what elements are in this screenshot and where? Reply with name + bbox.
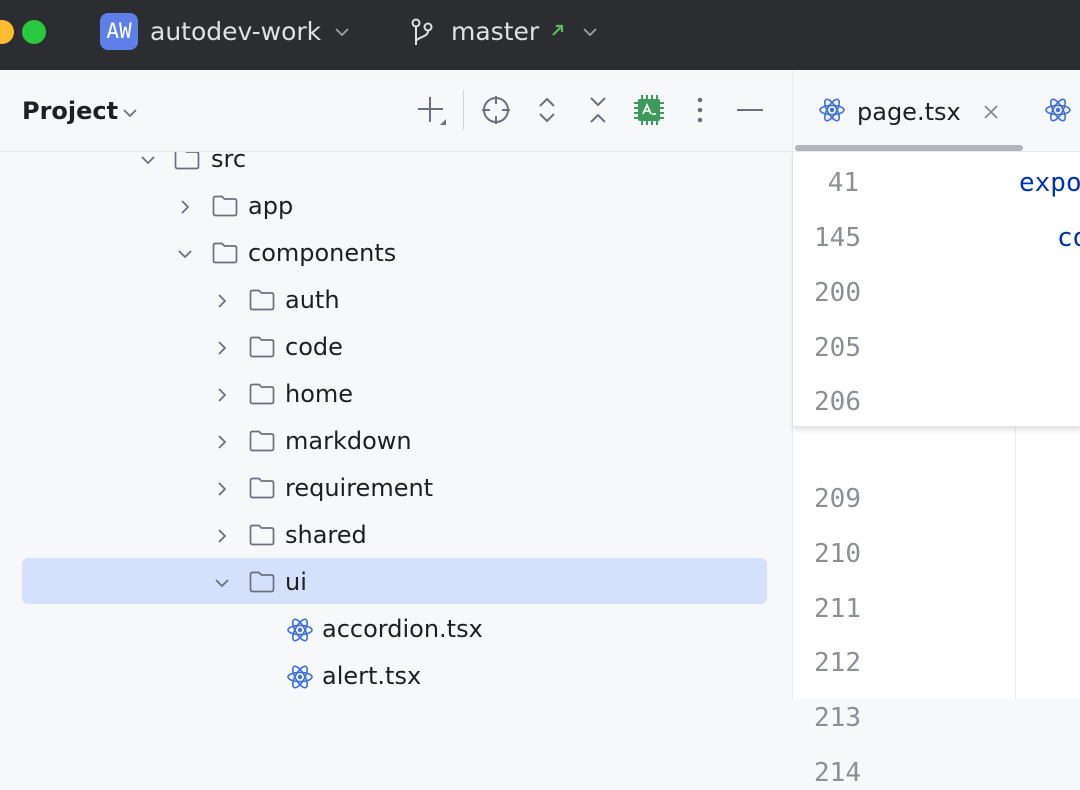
tree-label: auth — [285, 286, 340, 314]
react-icon[interactable] — [1043, 96, 1073, 124]
tree-label: accordion.tsx — [322, 615, 483, 643]
editor-tab-bar: page.tsx — [793, 70, 1080, 152]
folder-icon — [249, 477, 275, 499]
tree-row-components[interactable]: components — [0, 231, 792, 278]
chevron-down-icon[interactable] — [332, 22, 352, 42]
hide-panel-icon[interactable] — [732, 92, 768, 128]
line-number: 209 — [814, 484, 861, 514]
tree-label: ui — [285, 568, 307, 596]
outgoing-changes-arrow-icon — [552, 24, 564, 36]
line-number: 210 — [814, 539, 861, 569]
line-number: 211 — [814, 594, 861, 624]
tree-label: home — [285, 380, 354, 408]
folder-icon — [249, 383, 275, 405]
chevron-down-icon[interactable] — [176, 245, 194, 263]
gutter-divider — [1015, 426, 1016, 699]
selection-highlight — [22, 558, 767, 604]
tree-row-app[interactable]: app — [0, 184, 792, 231]
code-line[interactable]: co — [1057, 223, 1080, 253]
line-number: 145 — [814, 223, 861, 253]
chevron-down-icon[interactable] — [139, 152, 157, 169]
title-bar: AW autodev-work master — [0, 0, 1080, 70]
chevron-right-icon[interactable] — [213, 527, 231, 545]
line-number: 205 — [814, 333, 861, 363]
git-branch-icon — [411, 18, 433, 45]
tree-row-alert[interactable]: alert.tsx — [0, 654, 792, 699]
line-number: 212 — [814, 648, 861, 678]
tree-row-shared[interactable]: shared — [0, 513, 792, 560]
chevron-down-icon[interactable] — [580, 22, 600, 42]
zoom-window-button[interactable] — [22, 20, 46, 44]
tree-row-auth[interactable]: auth — [0, 278, 792, 325]
tree-label: src — [211, 152, 247, 173]
chevron-right-icon[interactable] — [213, 433, 231, 451]
branch-name[interactable]: master — [451, 17, 540, 46]
tree-row-accordion[interactable]: accordion.tsx — [0, 607, 792, 654]
folder-icon — [174, 152, 200, 170]
folder-icon — [212, 242, 238, 264]
react-icon — [287, 665, 313, 689]
react-icon — [819, 98, 845, 122]
tree-row-code[interactable]: code — [0, 325, 792, 372]
new-file-icon[interactable] — [413, 92, 449, 128]
tree-label: alert.tsx — [322, 662, 422, 690]
project-badge[interactable]: AW — [100, 13, 138, 50]
tree-label: code — [285, 333, 343, 361]
collapse-all-icon[interactable] — [580, 92, 616, 128]
code-line[interactable]: expo — [1019, 168, 1080, 198]
tree-label: components — [248, 239, 397, 267]
tree-row-src[interactable]: src — [0, 152, 792, 184]
chevron-right-icon[interactable] — [176, 198, 194, 216]
line-number: 214 — [814, 758, 861, 788]
tab-page-tsx[interactable]: page.tsx — [857, 98, 961, 126]
chevron-down-icon[interactable] — [120, 103, 140, 123]
chevron-right-icon[interactable] — [213, 292, 231, 310]
locate-icon[interactable] — [478, 92, 514, 128]
line-number: 200 — [814, 278, 861, 308]
line-number: 213 — [814, 703, 861, 733]
plugin-chip-icon[interactable] — [631, 92, 667, 128]
folder-icon — [249, 430, 275, 452]
project-name[interactable]: autodev-work — [150, 17, 322, 46]
tree-row-ui[interactable]: ui — [0, 558, 792, 605]
tree-label: requirement — [285, 474, 434, 502]
project-tool-window: Project src app components — [0, 70, 792, 699]
chevron-right-icon[interactable] — [213, 480, 231, 498]
minimize-window-button[interactable] — [0, 20, 14, 44]
tree-row-markdown[interactable]: markdown — [0, 419, 792, 466]
folder-icon — [249, 289, 275, 311]
tree-label: markdown — [285, 427, 412, 455]
line-number: 41 — [827, 168, 859, 198]
panel-title[interactable]: Project — [22, 97, 119, 125]
folder-icon — [249, 524, 275, 546]
folder-icon — [249, 571, 275, 593]
more-options-icon[interactable] — [682, 92, 718, 128]
tree-row-requirement[interactable]: requirement — [0, 466, 792, 513]
tree-row-home[interactable]: home — [0, 372, 792, 419]
chevron-down-icon[interactable] — [213, 574, 231, 592]
sticky-lines-header: 41 expo 145 co 200 205 206 — [793, 152, 1080, 427]
close-icon[interactable] — [981, 102, 1001, 122]
line-number: 206 — [814, 387, 861, 417]
project-tree: src app components auth code home — [0, 152, 792, 699]
folder-icon — [212, 195, 238, 217]
editor-area: page.tsx 209 210 211 212 213 214 41 expo… — [792, 70, 1080, 788]
chevron-right-icon[interactable] — [213, 386, 231, 404]
project-panel-header: Project — [0, 70, 792, 152]
chevron-right-icon[interactable] — [213, 339, 231, 357]
expand-all-icon[interactable] — [529, 92, 565, 128]
tree-label: app — [248, 192, 294, 220]
react-icon — [287, 618, 313, 642]
folder-icon — [249, 336, 275, 358]
tab-scrollbar[interactable] — [795, 145, 1023, 151]
toolbar-separator — [463, 90, 464, 130]
tree-label: shared — [285, 521, 367, 549]
